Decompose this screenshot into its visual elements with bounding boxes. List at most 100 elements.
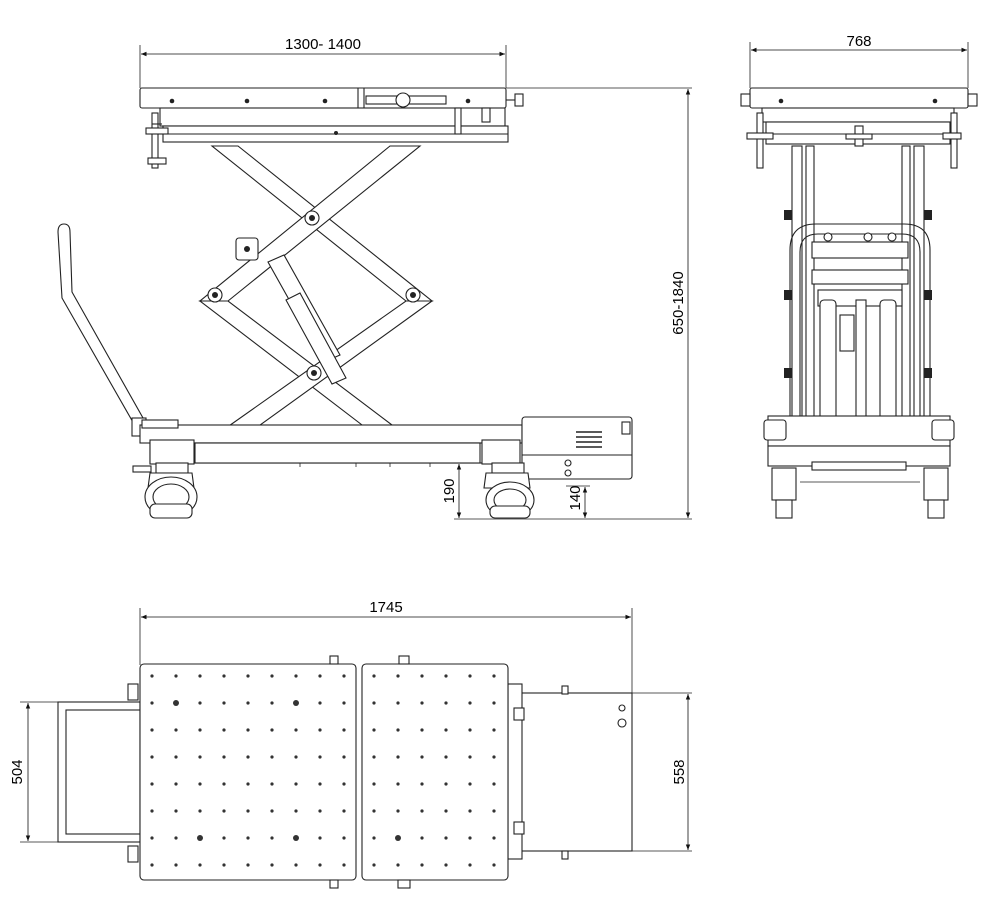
- table-hole: [294, 809, 298, 813]
- table-hole: [342, 728, 346, 732]
- table-hole: [420, 728, 424, 732]
- table-hole: [150, 728, 154, 732]
- table-hole: [270, 809, 274, 813]
- table-hole: [150, 809, 154, 813]
- table-hole: [246, 674, 250, 678]
- table-hole: [174, 809, 178, 813]
- table-hole: [468, 755, 472, 759]
- table-hole: [150, 836, 154, 840]
- table-hole: [294, 782, 298, 786]
- table-hole: [468, 809, 472, 813]
- table-hole: [372, 863, 376, 867]
- table-hole: [246, 755, 250, 759]
- table-hole: [444, 701, 448, 705]
- table-hole: [492, 701, 496, 705]
- dim-clearance-rear: 140: [567, 485, 584, 510]
- table-hole: [342, 674, 346, 678]
- table-hole: [222, 701, 226, 705]
- table-hole: [396, 701, 400, 705]
- table-hole: [293, 700, 299, 706]
- table-hole: [198, 863, 202, 867]
- hole-grid-left: [150, 674, 346, 867]
- table-hole: [444, 728, 448, 732]
- table-hole: [396, 728, 400, 732]
- table-hole: [372, 782, 376, 786]
- table-hole: [444, 809, 448, 813]
- dim-top-length: 1745: [369, 599, 402, 616]
- dim-side-width: 1300- 1400: [285, 36, 361, 53]
- table-hole: [372, 728, 376, 732]
- dim-clearance-front: 190: [441, 478, 458, 503]
- table-hole: [420, 701, 424, 705]
- table-hole: [222, 728, 226, 732]
- table-hole: [222, 674, 226, 678]
- table-hole: [420, 674, 424, 678]
- table-hole: [270, 836, 274, 840]
- table-hole: [342, 836, 346, 840]
- top-view: [20, 608, 692, 889]
- table-hole: [372, 701, 376, 705]
- table-hole: [222, 836, 226, 840]
- end-view: [740, 42, 978, 519]
- table-hole: [294, 728, 298, 732]
- table-hole: [294, 863, 298, 867]
- table-hole: [174, 728, 178, 732]
- table-hole: [420, 863, 424, 867]
- table-hole: [318, 782, 322, 786]
- side-view: [57, 45, 692, 520]
- table-hole: [342, 701, 346, 705]
- table-hole: [198, 674, 202, 678]
- table-hole: [444, 836, 448, 840]
- table-hole: [468, 836, 472, 840]
- table-hole: [222, 782, 226, 786]
- table-hole: [318, 701, 322, 705]
- table-hole: [270, 701, 274, 705]
- table-hole: [444, 863, 448, 867]
- table-hole: [468, 728, 472, 732]
- table-hole: [294, 755, 298, 759]
- table-hole: [396, 782, 400, 786]
- hole-grid-right: [372, 674, 496, 867]
- table-hole: [294, 674, 298, 678]
- table-hole: [372, 836, 376, 840]
- table-hole: [420, 809, 424, 813]
- table-hole: [372, 674, 376, 678]
- table-hole: [198, 782, 202, 786]
- table-hole: [468, 782, 472, 786]
- table-hole: [198, 755, 202, 759]
- table-hole: [246, 782, 250, 786]
- table-hole: [396, 809, 400, 813]
- dim-handle-width: 504: [9, 759, 26, 784]
- dim-side-height: 650-1840: [670, 271, 687, 334]
- table-hole: [222, 755, 226, 759]
- table-hole: [150, 863, 154, 867]
- table-hole: [150, 674, 154, 678]
- table-hole: [197, 835, 203, 841]
- table-hole: [318, 728, 322, 732]
- table-hole: [270, 782, 274, 786]
- table-hole: [270, 728, 274, 732]
- table-hole: [270, 863, 274, 867]
- table-hole: [246, 863, 250, 867]
- table-hole: [174, 836, 178, 840]
- table-hole: [468, 701, 472, 705]
- table-hole: [420, 836, 424, 840]
- table-hole: [420, 782, 424, 786]
- table-hole: [444, 782, 448, 786]
- table-hole: [198, 728, 202, 732]
- table-hole: [342, 809, 346, 813]
- table-hole: [492, 674, 496, 678]
- table-hole: [444, 755, 448, 759]
- table-hole: [468, 863, 472, 867]
- table-hole: [246, 728, 250, 732]
- table-hole: [222, 809, 226, 813]
- table-hole: [492, 809, 496, 813]
- table-hole: [318, 836, 322, 840]
- table-hole: [492, 728, 496, 732]
- table-hole: [174, 863, 178, 867]
- table-hole: [174, 782, 178, 786]
- table-hole: [270, 674, 274, 678]
- table-hole: [492, 863, 496, 867]
- table-hole: [342, 863, 346, 867]
